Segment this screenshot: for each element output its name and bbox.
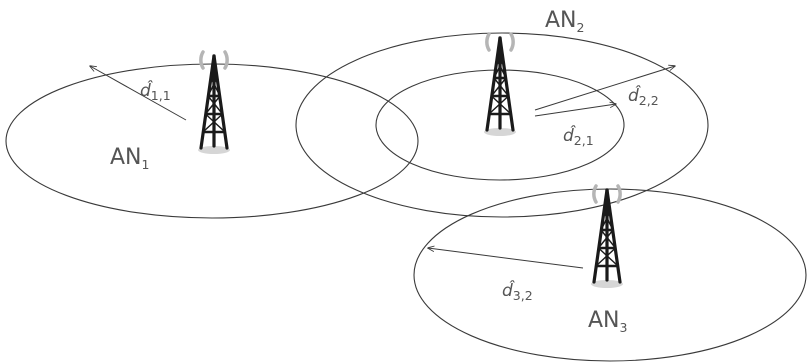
an1-label: AN1 — [110, 145, 149, 172]
d22-arrow — [534, 66, 675, 111]
an1-antenna-tower-icon — [196, 50, 232, 156]
d11-arrow — [90, 66, 187, 121]
an2-label: AN2 — [545, 8, 584, 35]
an3-label: AN3 — [588, 308, 627, 335]
an3-antenna-tower-icon — [589, 184, 625, 290]
d32-arrow — [428, 248, 584, 269]
an2-antenna-tower-icon — [482, 32, 518, 138]
an3-coverage-ring — [413, 188, 807, 362]
d11-label: d̂1,1 — [140, 80, 171, 103]
d21-arrow — [534, 104, 616, 117]
d21-label: d̂2,1 — [563, 125, 594, 148]
d22-label: d̂2,2 — [628, 85, 659, 108]
d32-label: d̂3,2 — [502, 280, 533, 303]
an2-outer-coverage-ring — [295, 32, 709, 218]
